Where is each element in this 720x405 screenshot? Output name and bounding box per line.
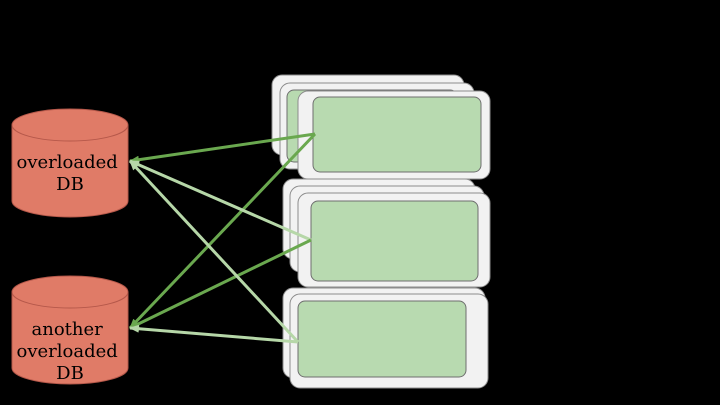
connection-arrow-group-1-to-db2 bbox=[128, 132, 317, 330]
connection-arrow-group-3-to-db1 bbox=[128, 159, 300, 344]
cylinder-top bbox=[11, 108, 129, 142]
database-another-overloaded-db: another overloaded DB bbox=[11, 275, 129, 385]
server-group-3 bbox=[282, 287, 489, 389]
server-group-2 bbox=[282, 178, 491, 288]
database-overloaded-db: overloaded DB bbox=[11, 108, 129, 218]
db-label-line: overloaded bbox=[16, 341, 117, 362]
svg-text:another overloaded: another overloaded DB bbox=[16, 319, 123, 384]
cylinder-body bbox=[11, 291, 129, 385]
connections bbox=[128, 132, 317, 344]
connection-arrow-group-2-to-db2 bbox=[129, 238, 312, 330]
server-card-front-inner bbox=[312, 96, 482, 173]
db-label-line: overloaded bbox=[16, 152, 117, 173]
db-label-line: another bbox=[32, 319, 104, 340]
server-card-front-inner bbox=[297, 300, 467, 378]
server-card-front-inner bbox=[310, 200, 479, 282]
connection-arrow-group-3-to-db2 bbox=[129, 324, 299, 344]
db-label-line: DB bbox=[56, 363, 84, 384]
cylinder-top bbox=[11, 275, 129, 309]
cylinder-body bbox=[11, 124, 129, 218]
connection-arrow-group-2-to-db1 bbox=[129, 159, 312, 242]
db-label-line: DB bbox=[56, 174, 84, 195]
svg-text:overloaded DB: overloaded DB bbox=[16, 152, 123, 195]
connection-arrow-group-1-to-db1 bbox=[129, 132, 316, 164]
server-group-1 bbox=[271, 74, 491, 180]
